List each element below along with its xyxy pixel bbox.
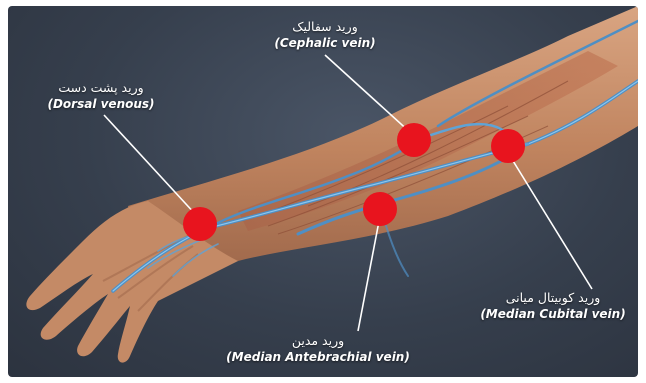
label-median-antebrachial-en: (Median Antebrachial vein)	[213, 349, 423, 365]
label-cephalic-fa: ورید سفالیک	[250, 18, 400, 35]
label-cephalic-en: (Cephalic vein)	[250, 35, 400, 51]
label-median-antebrachial-fa: ورید مدین	[213, 332, 423, 349]
label-dorsal-fa: ورید پشت دست	[26, 79, 176, 96]
marker-median-antebrachial-vein	[363, 192, 397, 226]
leader-line-cephalic	[325, 55, 412, 134]
label-median-cubital: ورید کوبیتال میانی (Median Cubital vein)	[468, 289, 638, 322]
label-dorsal-en: (Dorsal venous)	[26, 96, 176, 112]
label-cephalic: ورید سفالیک (Cephalic vein)	[250, 18, 400, 51]
leader-line-median-cubital	[510, 156, 592, 289]
label-median-antebrachial: ورید مدین (Median Antebrachial vein)	[213, 332, 423, 365]
marker-cephalic-vein	[397, 123, 431, 157]
marker-dorsal-venous	[183, 207, 217, 241]
label-median-cubital-fa: ورید کوبیتال میانی	[468, 289, 638, 306]
marker-median-cubital-vein	[491, 129, 525, 163]
illustration-panel: ورید سفالیک (Cephalic vein) ورید پشت دست…	[8, 6, 638, 377]
label-dorsal: ورید پشت دست (Dorsal venous)	[26, 79, 176, 112]
label-median-cubital-en: (Median Cubital vein)	[468, 306, 638, 322]
